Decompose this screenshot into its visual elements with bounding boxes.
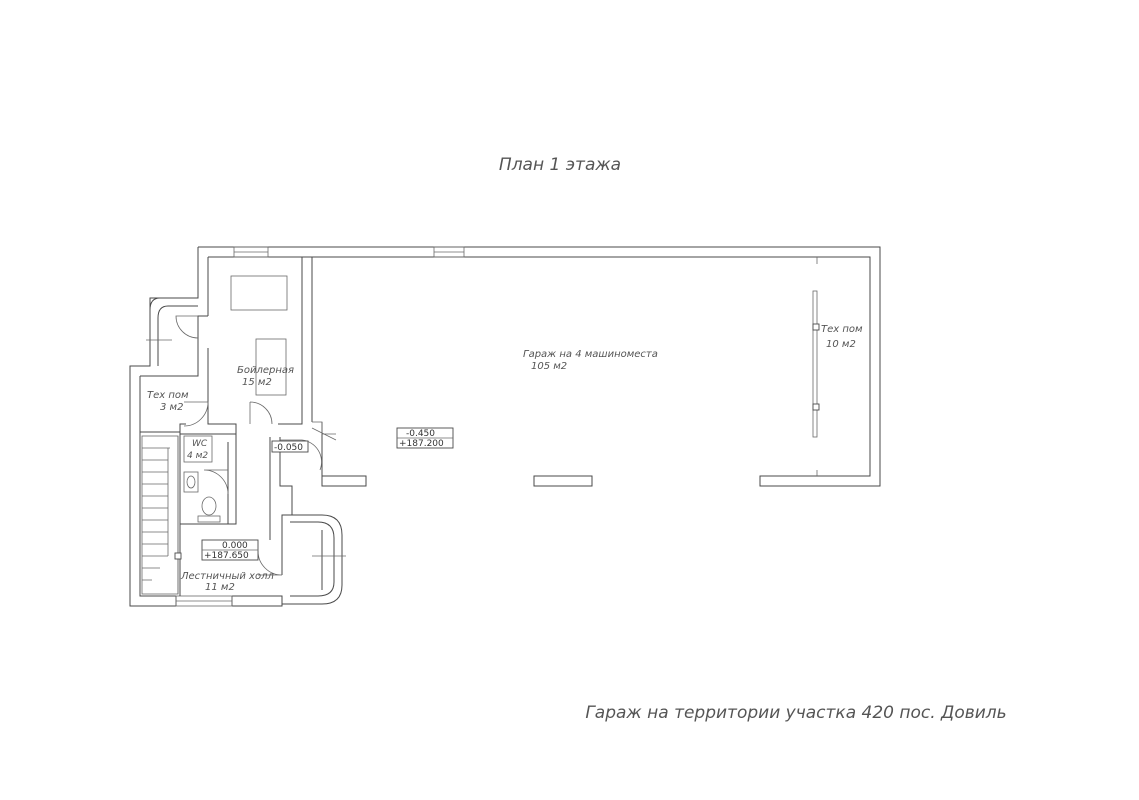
- room-label-tech-big: Тех пом 10 м2: [821, 324, 863, 350]
- level-mark-garage: -0.450 +187.200: [396, 427, 454, 449]
- interior-walls: [140, 256, 312, 596]
- drawing-title: План 1 этажа: [499, 155, 621, 175]
- staircase: [141, 435, 182, 595]
- boiler-name: Бойлерная: [237, 365, 294, 376]
- garage-name: Гараж на 4 машиноместа: [523, 349, 658, 360]
- hall-level-absolute: +187.650: [204, 551, 249, 561]
- wc-name: WC: [192, 439, 208, 449]
- fixtures: [183, 275, 288, 523]
- stair-hall-area: 11 м2: [205, 582, 235, 593]
- wc-area: 4 м2: [187, 451, 208, 461]
- room-label-boiler: Бойлерная 15 м2: [237, 365, 294, 388]
- entry-level-relative: -0.050: [274, 443, 303, 453]
- boiler-area: 15 м2: [242, 377, 272, 388]
- level-mark-hall: 0.000 +187.650: [201, 539, 259, 561]
- level-mark-entry: -0.050: [271, 440, 309, 453]
- tech-big-area: 10 м2: [826, 339, 856, 350]
- garage-level-absolute: +187.200: [399, 439, 444, 449]
- room-label-stair-hall: Лестничный холл 11 м2: [180, 571, 274, 593]
- hall-level-relative: 0.000: [222, 541, 248, 551]
- garage-level-relative: -0.450: [406, 429, 435, 439]
- room-label-garage: Гараж на 4 машиноместа 105 м2: [523, 349, 658, 372]
- bay-east: [282, 514, 346, 605]
- tech-small-area: 3 м2: [160, 402, 183, 413]
- garage-area: 105 м2: [531, 361, 567, 372]
- windows: [175, 246, 465, 607]
- stair-hall-name: Лестничный холл: [180, 571, 274, 582]
- room-label-tech-small: Тех пом 3 м2: [147, 390, 189, 413]
- tech-room-right: [812, 257, 820, 476]
- room-label-wc: WC 4 м2: [183, 435, 213, 463]
- tech-big-name: Тех пом: [821, 324, 863, 335]
- bay-west: [146, 297, 198, 366]
- drawing-caption: Гараж на территории участка 420 пос. Дов…: [585, 703, 1006, 723]
- tech-small-name: Тех пом: [147, 390, 189, 401]
